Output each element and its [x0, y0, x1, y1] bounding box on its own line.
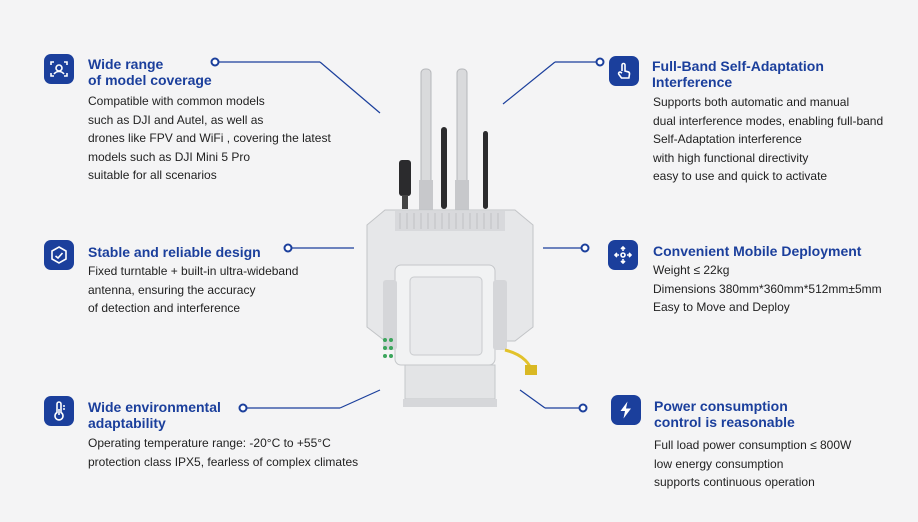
- scan-face-icon: [44, 54, 74, 84]
- jammer-device-image: [366, 68, 537, 407]
- feature-title: Full-Band Self-Adaptation Interference: [652, 58, 824, 90]
- lightning-bolt-icon: [611, 395, 641, 425]
- hexagon-shield-icon: [44, 240, 74, 270]
- feature-description: Operating temperature range: -20°C to +5…: [88, 436, 359, 469]
- move-arrows-icon: [608, 240, 638, 270]
- feature-description: Full load power consumption ≤ 800W low e…: [654, 438, 852, 489]
- thermometer-icon: [44, 396, 74, 426]
- feature-title: Power consumption control is reasonable: [654, 398, 795, 430]
- feature-title: Convenient Mobile Deployment: [653, 243, 862, 259]
- feature-title: Wide environmental adaptability: [88, 399, 221, 431]
- feature-title: Stable and reliable design: [88, 244, 261, 260]
- feature-description: Fixed turntable + built-in ultra-wideban…: [88, 264, 299, 315]
- feature-description: Compatible with common models such as DJ…: [88, 94, 331, 182]
- feature-description: Weight ≤ 22kg Dimensions 380mm*360mm*512…: [653, 263, 882, 314]
- feature-description: Supports both automatic and manual dual …: [653, 95, 884, 183]
- touch-hand-icon: [609, 56, 639, 86]
- feature-title: Wide range of model coverage: [88, 56, 212, 88]
